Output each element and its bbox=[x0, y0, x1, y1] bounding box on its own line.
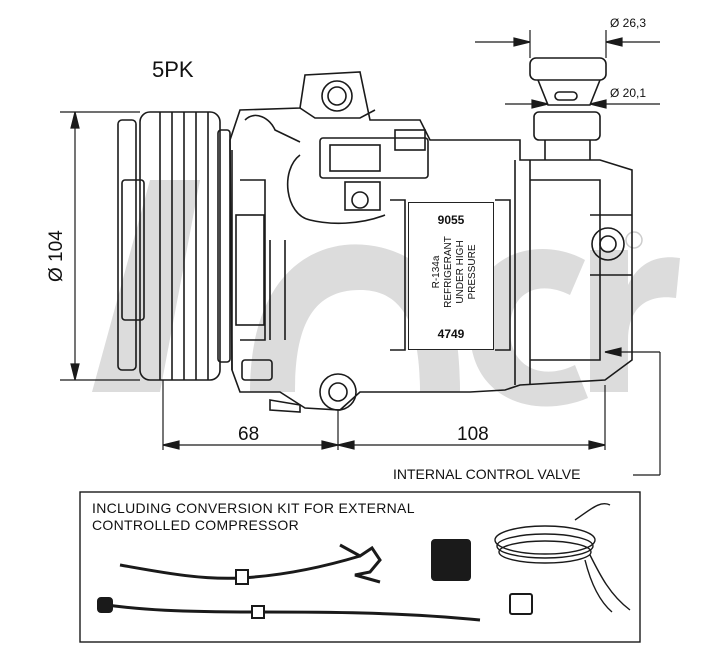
kit-title-line-1: INCLUDING CONVERSION KIT FOR EXTERNAL bbox=[92, 500, 415, 516]
sensor-plug bbox=[351, 191, 369, 209]
electrical-connector bbox=[319, 137, 429, 179]
plate-warning-line: UNDER HIGH bbox=[455, 240, 466, 304]
bottom-mount-hole bbox=[319, 373, 357, 411]
pulley-grooves-label: 5PK bbox=[152, 57, 194, 82]
fitting-inner-diameter-label: Ø 20,1 bbox=[610, 86, 647, 100]
pulley bbox=[139, 111, 221, 381]
clutch-plate bbox=[117, 119, 137, 371]
wiring-harness-2 bbox=[99, 602, 481, 622]
dimension-right-label: 108 bbox=[457, 424, 489, 445]
pulley-diameter-label: Ø 104 bbox=[46, 230, 67, 282]
plate-warning-text: R-134a REFRIGERANT UNDER HIGH PRESSURE bbox=[431, 229, 479, 315]
plate-code-bottom: 4749 bbox=[437, 327, 465, 341]
plate-warning-line: REFRIGERANT bbox=[443, 236, 454, 308]
warning-plate: 9055 R-134a REFRIGERANT UNDER HIGH PRESS… bbox=[408, 202, 494, 350]
kit-connector bbox=[431, 539, 471, 581]
compressor-outline bbox=[117, 57, 633, 413]
coiled-wire bbox=[494, 503, 631, 613]
top-mount-hole bbox=[321, 80, 353, 112]
fitting-outer-diameter-label: Ø 26,3 bbox=[610, 16, 647, 30]
conversion-kit-box bbox=[79, 491, 641, 643]
kit-clip bbox=[509, 593, 533, 615]
compressor-body bbox=[229, 71, 633, 411]
dimension-left-label: 68 bbox=[238, 424, 260, 445]
watermark-logo bbox=[92, 180, 680, 407]
kit-title-line-2: CONTROLLED COMPRESSOR bbox=[92, 517, 299, 533]
plate-warning-line: R-134a bbox=[431, 255, 442, 289]
valve-callout-label: INTERNAL CONTROL VALVE bbox=[393, 466, 581, 482]
plate-code-top: 9055 bbox=[437, 213, 465, 227]
dimension-lines bbox=[60, 30, 661, 476]
kit-title: INCLUDING CONVERSION KIT FOR EXTERNAL CO… bbox=[92, 500, 415, 534]
kit-parts bbox=[97, 503, 631, 622]
plate-warning-line: PRESSURE bbox=[467, 244, 478, 300]
side-mount-hole bbox=[591, 227, 625, 261]
fitting-flange bbox=[529, 57, 607, 81]
